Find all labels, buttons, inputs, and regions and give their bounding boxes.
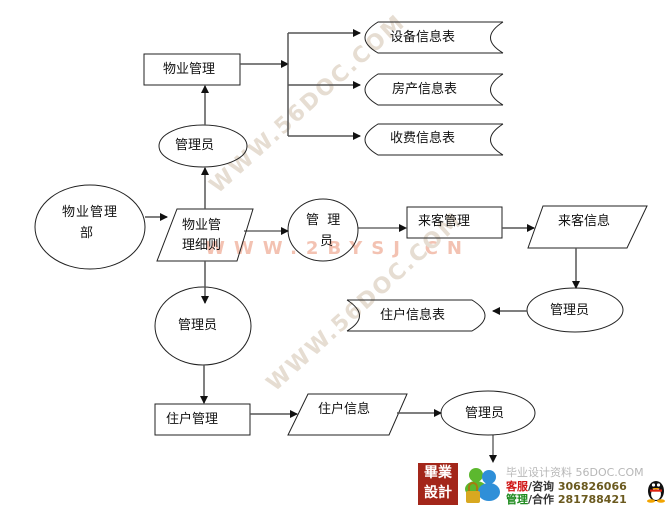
label-guanliyuan-mid-2: 员 [320,234,334,249]
logo-line1: 畢業 [424,465,452,481]
data-parallelogram-xize [156,208,254,262]
label-xize-2: 理细则 [182,238,222,253]
service-label: 客服 [506,480,528,493]
logo-line2: 設計 [424,485,452,501]
ellipse-guanliyuan-mid [287,198,359,262]
label-guanliyuan-lower: 管理员 [178,318,218,333]
label-zhuhu-guanli: 住户管理 [166,412,219,427]
people-lock-icon [465,468,500,503]
process-box-zhuhu-guanli [154,403,251,436]
data-parallelogram-laike [527,205,648,249]
label-wuye-guanli: 物业管理 [163,62,216,77]
label-wuye-guanlibu-1: 物业管理 [61,205,118,220]
label-shoufei-xinxibiao: 收费信息表 [390,131,456,146]
bysj-logo: 畢業 設計 [418,463,458,505]
label-guanliyuan-right: 管理员 [550,303,590,318]
storage-zhuhu-xinxibiao [346,299,486,332]
footer-banner: 畢業 設計 毕业设计资料 56DOC.COM 客服/咨询 306826066 管… [418,463,669,507]
label-guanliyuan-top: 管理员 [175,138,215,153]
label-fangchan-xinxibiao: 房产信息表 [392,82,458,97]
label-zhuhu-xinxi: 住户信息 [318,402,371,417]
label-laike-guanli: 来客管理 [418,214,471,229]
label-xize-1: 物业管 [182,218,222,233]
ellipse-wuye-guanlibu [34,184,146,270]
data-parallelogram-zhuhu [287,393,408,436]
footer-service-line: 客服/咨询 306826066 [506,480,627,493]
manage-label: 管理 [506,493,528,506]
process-box-wuye-guanli [143,53,241,86]
service-label-suffix: /咨询 [528,480,555,493]
storage-shebei [364,21,504,54]
footer-site-text: 毕业设计资料 56DOC.COM [506,466,644,479]
label-guanliyuan-mid-1: 管 理 [306,213,341,228]
manage-number: 281788421 [557,493,627,506]
qq-penguin-icon [647,481,665,503]
label-zhuhu-xinxibiao: 住户信息表 [380,308,446,323]
label-shebei-xinxibiao: 设备信息表 [390,30,456,45]
ellipse-guanliyuan-lower [154,286,252,366]
label-laike-xinxi: 来客信息 [558,214,611,229]
service-number: 306826066 [557,480,627,493]
label-wuye-guanlibu-2: 部 [80,226,94,241]
footer-manage-line: 管理/合作 281788421 [506,493,627,506]
manage-label-suffix: /合作 [528,493,555,506]
storage-shoufei [364,123,504,156]
process-box-laike-guanli [406,206,503,239]
storage-fangchan [364,73,504,106]
label-guanliyuan-bottom: 管理员 [465,406,505,421]
